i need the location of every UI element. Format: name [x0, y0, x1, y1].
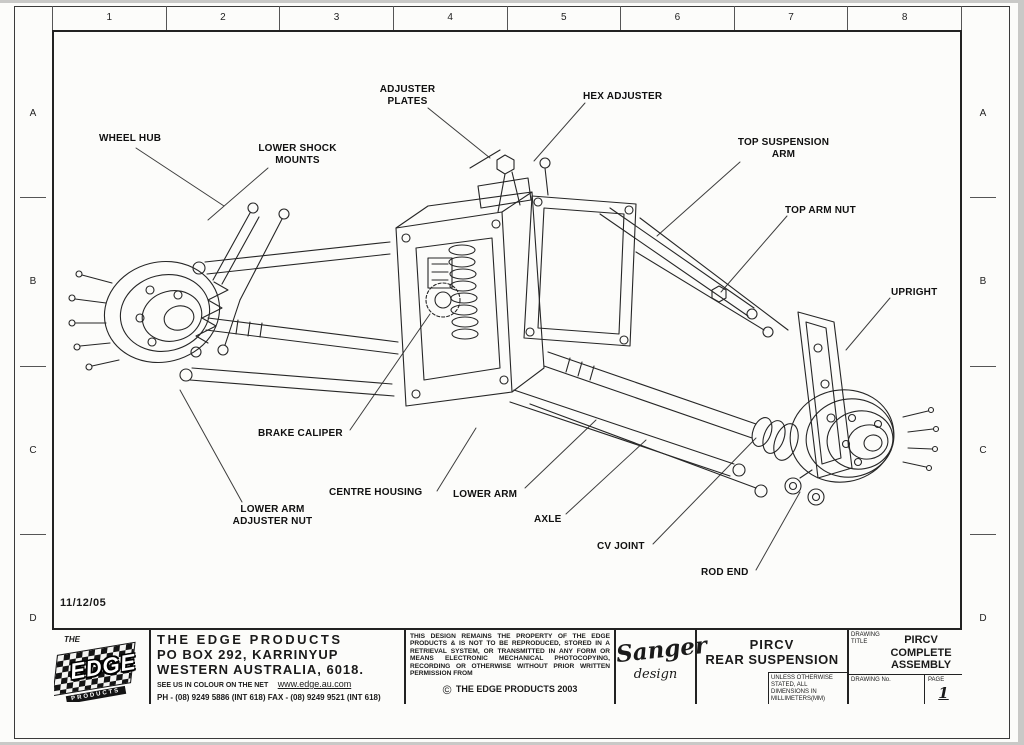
copyright-symbol: ©	[442, 683, 452, 698]
date-stamp: 11/12/05	[60, 597, 107, 609]
column-ref: 5	[508, 6, 622, 30]
column-ref: 2	[167, 6, 281, 30]
outer-border	[14, 6, 1010, 739]
row-ref: D	[29, 612, 37, 624]
column-ruler: 1 2 3 4 5 6 7 8	[52, 6, 962, 30]
copyright-text: THE EDGE PRODUCTS 2003	[455, 684, 578, 695]
product-subtitle: REAR SUSPENSION	[705, 652, 839, 667]
title-block: THE EDGE PRODUCTS THE EDGE PRODUCTS PO B…	[52, 628, 962, 704]
row-ref: B	[970, 198, 996, 367]
label-top-suspension-arm: TOP SUSPENSION ARM	[737, 137, 830, 160]
designer-name: Sanger	[614, 631, 709, 669]
company-address-line2: WESTERN AUSTRALIA, 6018.	[157, 662, 364, 677]
label-axle: AXLE	[534, 514, 562, 525]
label-top-arm-nut: TOP ARM NUT	[785, 205, 856, 216]
copyright-line: © THE EDGE PRODUCTS 2003	[410, 679, 610, 697]
scan-artifact	[0, 742, 1024, 745]
phone-fax: PH - (08) 9249 5886 (INT 618) FAX - (08)…	[157, 693, 381, 702]
company-info: THE EDGE PRODUCTS PO BOX 292, KARRINYUP …	[149, 630, 404, 704]
label-lower-shock-mounts: LOWER SHOCK MOUNTS	[258, 143, 337, 166]
column-ref: 8	[848, 6, 962, 30]
edge-logo: THE EDGE PRODUCTS	[54, 632, 146, 702]
label-lower-arm-adjuster-nut: LOWER ARM ADJUSTER NUT	[232, 504, 313, 527]
column-ref: 6	[621, 6, 735, 30]
label-cv-joint: CV JOINT	[597, 541, 645, 552]
row-ref: C	[970, 367, 996, 535]
column-ref: 7	[735, 6, 849, 30]
company-name: THE EDGE PRODUCTS	[157, 632, 343, 647]
designer-subtitle: design	[633, 667, 678, 682]
column-ref: 1	[52, 6, 167, 30]
row-ref: D	[979, 612, 987, 624]
row-ref: C	[20, 367, 46, 535]
web-line: SEE US IN COLOUR ON THE NET www.edge.au.…	[157, 678, 404, 691]
label-centre-housing: CENTRE HOUSING	[329, 487, 423, 498]
page-cell: PAGE 1	[925, 675, 962, 704]
drawing-title-label: DRAWING TITLE	[851, 632, 880, 645]
label-hex-adjuster: HEX ADJUSTER	[583, 91, 663, 102]
designer-signature: Sanger design	[614, 630, 709, 704]
product-title-cell: PIRCV REAR SUSPENSION UNLESS OTHERWISE S…	[695, 630, 847, 704]
scan-artifact	[0, 0, 1024, 3]
logo-the-text: THE	[64, 635, 80, 644]
product-name: PIRCV	[749, 637, 795, 652]
label-wheel-hub: WHEEL HUB	[99, 133, 162, 144]
drawing-number-cell: DRAWING No.	[849, 675, 925, 704]
row-ruler-right: A B C D	[970, 30, 996, 702]
row-ruler-left: A B C D	[20, 30, 46, 702]
website-url: www.edge.au.com	[277, 679, 352, 689]
drawing-title-cell: DRAWING TITLE PIRCV COMPLETE ASSEMBLY DR…	[847, 630, 962, 704]
label-lower-arm: LOWER ARM	[453, 489, 518, 500]
page-label: PAGE	[928, 677, 945, 683]
scan-artifact	[1018, 0, 1024, 745]
row-ref: A	[20, 30, 46, 199]
page-number: 1	[938, 684, 949, 702]
legal-text: THIS DESIGN REMAINS THE PROPERTY OF THE …	[410, 633, 610, 678]
column-ref: 3	[280, 6, 394, 30]
drawing-title: PIRCV COMPLETE ASSEMBLY	[890, 634, 952, 671]
column-ref: 4	[394, 6, 508, 30]
label-upright: UPRIGHT	[891, 287, 938, 298]
edge-logo-cell: THE EDGE PRODUCTS	[52, 630, 149, 704]
legal-notice: THIS DESIGN REMAINS THE PROPERTY OF THE …	[404, 630, 614, 704]
units-note: UNLESS OTHERWISE STATED, ALL DIMENSIONS …	[768, 672, 847, 704]
row-ref: B	[20, 198, 46, 367]
web-label: SEE US IN COLOUR ON THE NET	[157, 682, 269, 689]
drawing-number-label: DRAWING No.	[851, 677, 891, 683]
drawing-number-row: DRAWING No. PAGE 1	[849, 674, 962, 704]
row-ref: A	[970, 30, 996, 199]
label-brake-caliper: BRAKE CALIPER	[258, 428, 343, 439]
company-address-line1: PO BOX 292, KARRINYUP	[157, 647, 339, 662]
label-rod-end: ROD END	[701, 567, 749, 578]
drawing-border	[52, 30, 962, 702]
label-adjuster-plates: ADJUSTER PLATES	[379, 84, 436, 107]
